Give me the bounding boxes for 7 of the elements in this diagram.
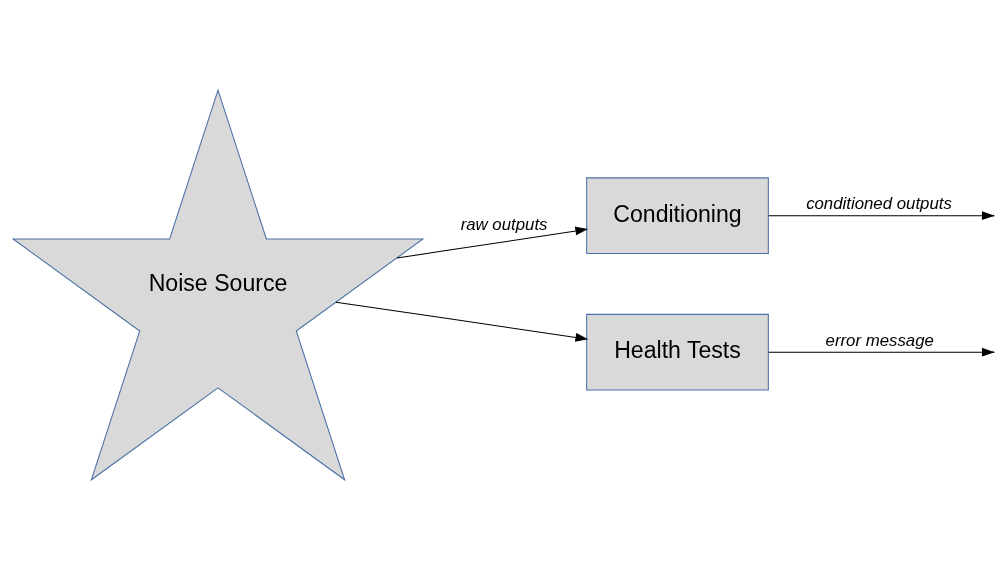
node-box: Health Tests [586, 313, 769, 391]
edge-label: raw outputs [460, 214, 548, 234]
arrow [396, 226, 588, 259]
node-box: Conditioning [586, 176, 769, 254]
edge-label: conditioned outputs [806, 193, 952, 213]
arrow [335, 301, 589, 342]
edge-label: error message [825, 330, 934, 350]
